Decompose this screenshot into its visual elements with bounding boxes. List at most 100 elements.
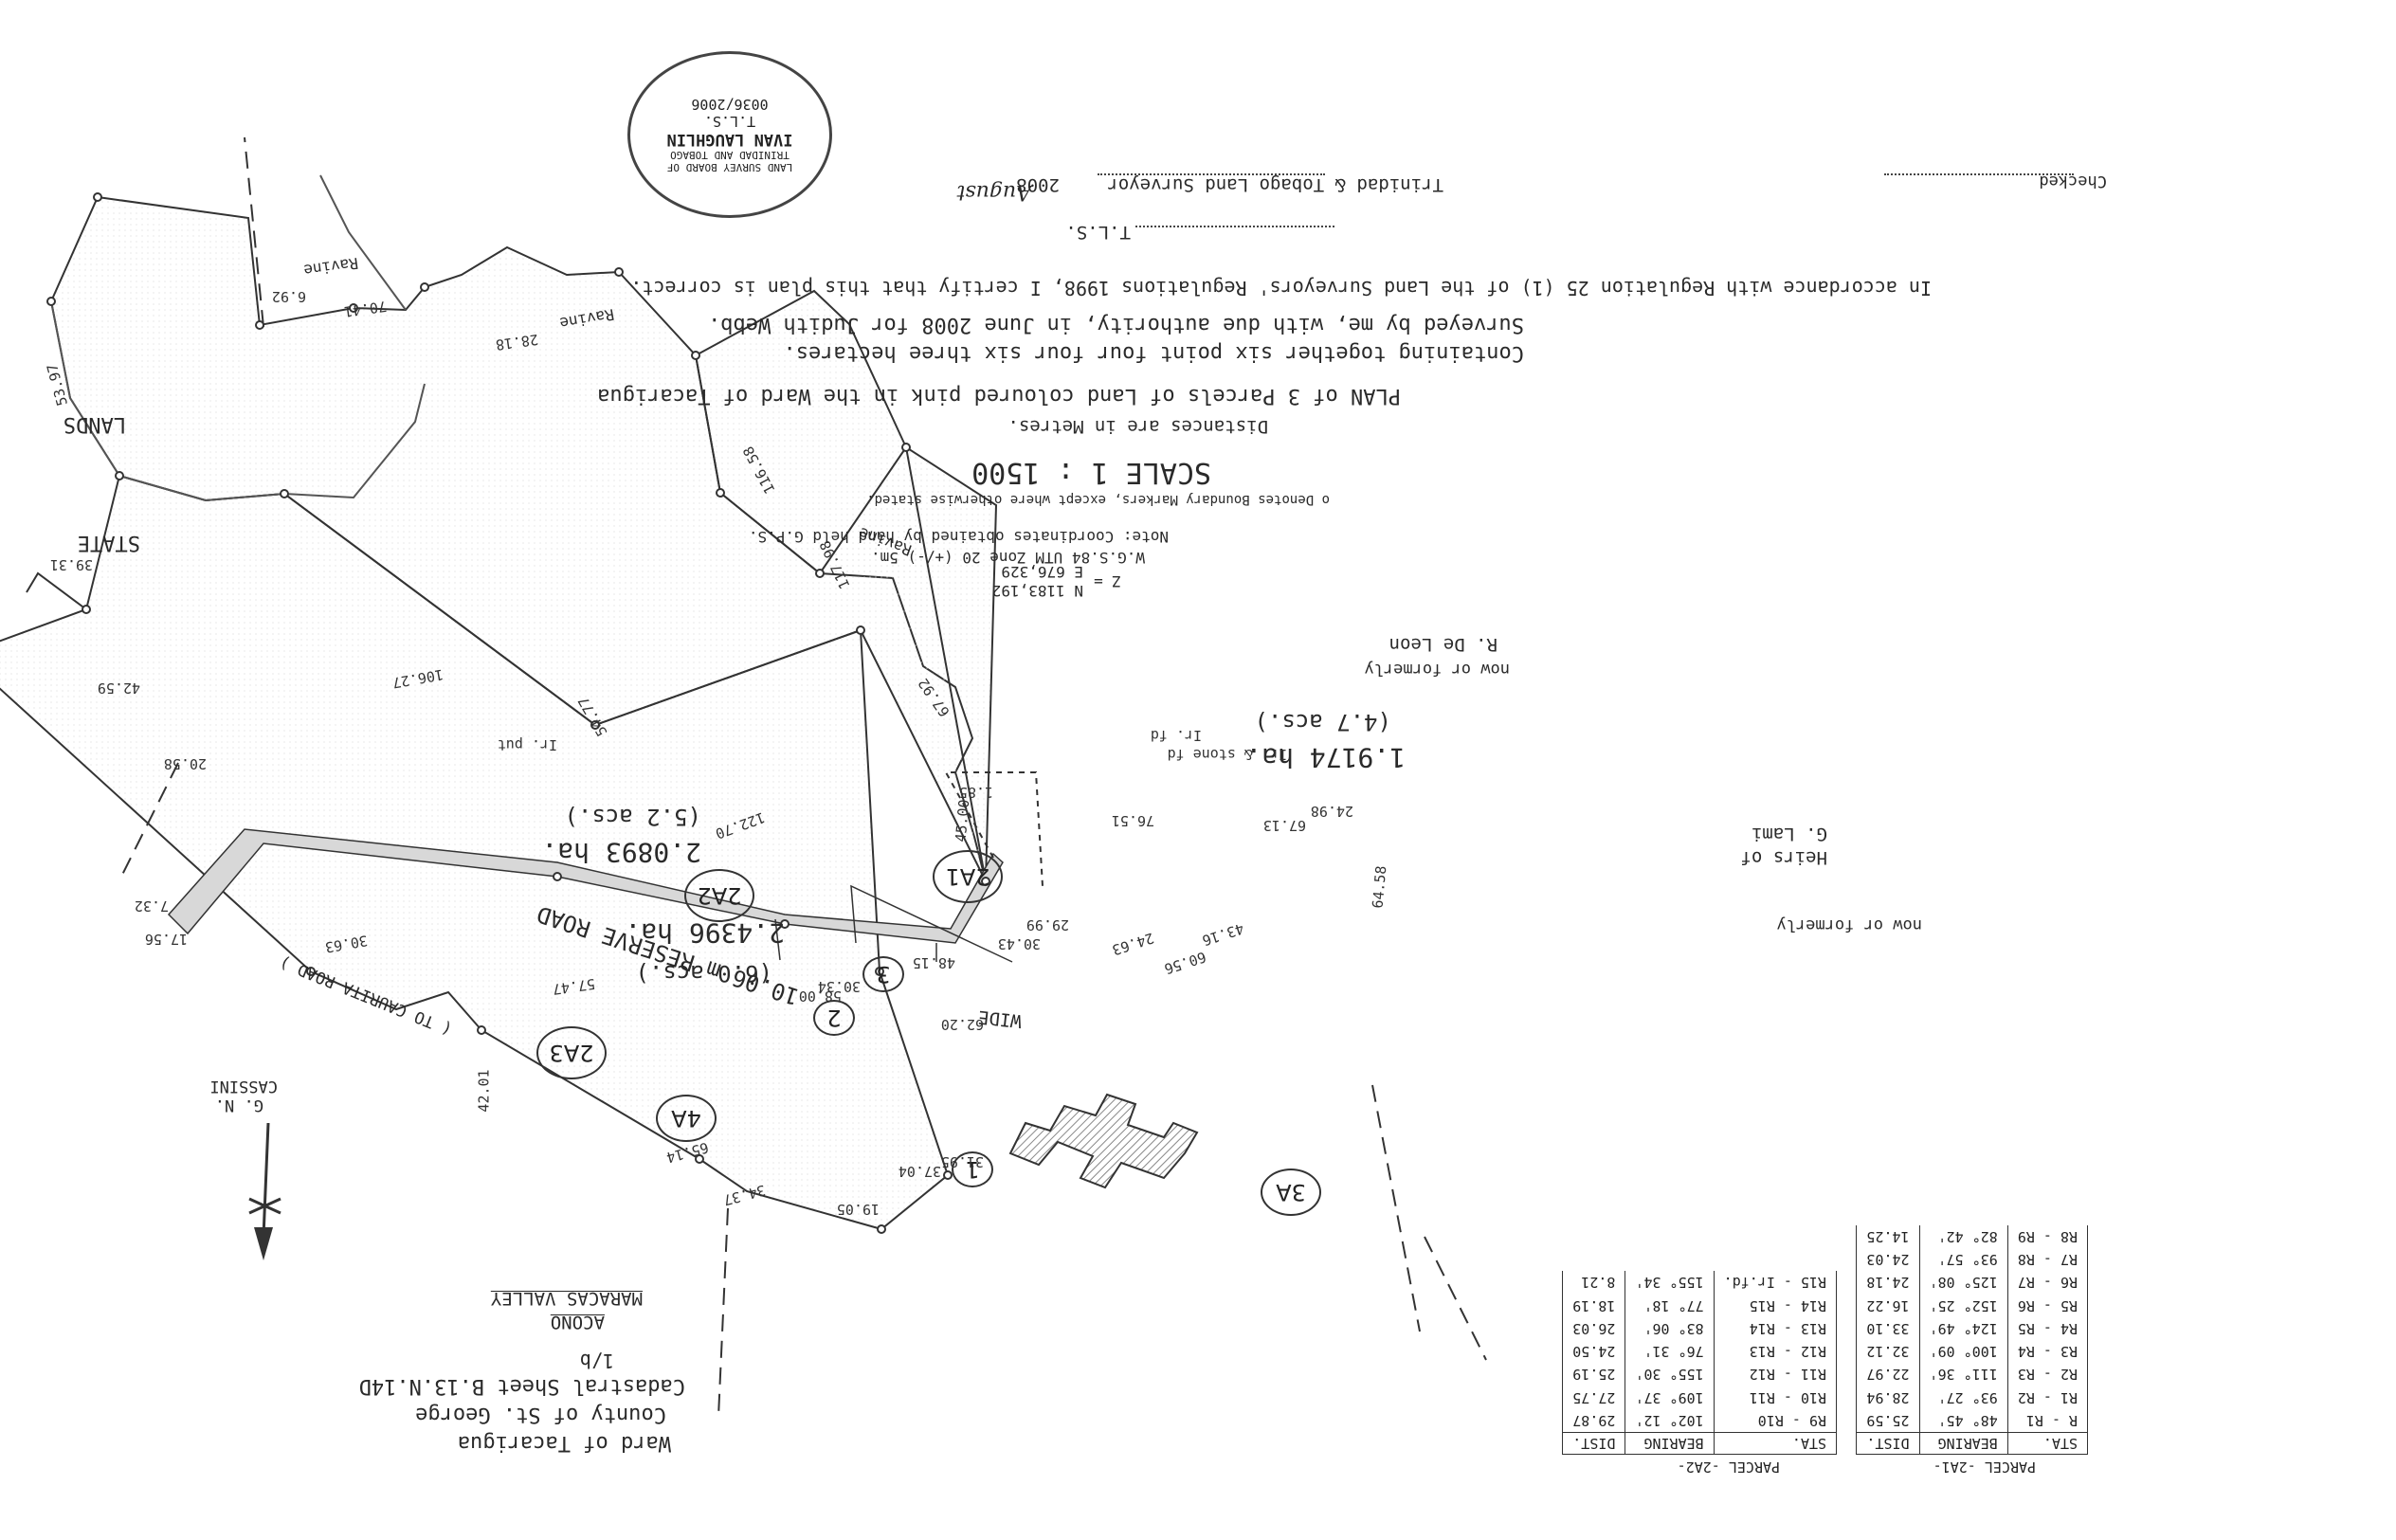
table-cell: 28.94 bbox=[1856, 1386, 1920, 1409]
dashed-line-south bbox=[717, 1207, 729, 1418]
table-header: STA. bbox=[1714, 1432, 1837, 1455]
lot-circle-2: 2 bbox=[813, 1000, 855, 1036]
stamp-name: IVAN LAUGHLIN bbox=[666, 130, 793, 149]
dashed-line-north bbox=[244, 136, 264, 328]
lot-circle-2A3: 2A3 bbox=[536, 1026, 607, 1079]
table-cell: 102° 12' bbox=[1625, 1408, 1715, 1433]
ravine-branch bbox=[319, 174, 407, 311]
table-cell: 18.19 bbox=[1562, 1294, 1625, 1317]
table-cell: 83° 06' bbox=[1625, 1316, 1715, 1340]
building-footprint bbox=[1008, 1093, 1199, 1189]
checked-dots bbox=[1884, 173, 2074, 175]
table-cell: 25.59 bbox=[1856, 1408, 1920, 1433]
table-cell: 77° 18' bbox=[1625, 1294, 1715, 1317]
table-header: DIST. bbox=[1562, 1432, 1625, 1455]
table-cell: R14 - R15 bbox=[1714, 1294, 1837, 1317]
neighbor-lami-2: G. Lami bbox=[1751, 824, 1827, 844]
dim: 30.43 bbox=[997, 935, 1041, 952]
signature-word: August bbox=[956, 180, 1031, 204]
lot-circle-4A: 4A bbox=[656, 1095, 717, 1142]
sheet-cadastral: Cadastral Sheet B.13.N.14D bbox=[358, 1374, 685, 1398]
dim: Ir. fd bbox=[1150, 727, 1202, 744]
table-cell: 155° 30' bbox=[1625, 1363, 1715, 1386]
area-2A3-ac: (5.2 acs.) bbox=[564, 804, 702, 830]
table-2A1-caption: PARCEL -2A1- bbox=[1933, 1458, 2036, 1476]
table-cell: 27.75 bbox=[1562, 1386, 1625, 1409]
table-cell: R15 - Ir.fd. bbox=[1714, 1271, 1837, 1295]
road-wide-label: WIDE bbox=[977, 1006, 1023, 1032]
table-header: DIST. bbox=[1856, 1432, 1920, 1455]
table-header: STA. bbox=[2007, 1432, 2088, 1455]
dim: 39.31 bbox=[49, 556, 93, 573]
table-cell: R6 - R7 bbox=[2007, 1271, 2088, 1295]
lot-circle-2A1: 2A1 bbox=[933, 850, 1003, 903]
cert-line-5: Distances are in Metres. bbox=[1007, 416, 1268, 437]
dim: 6.92 bbox=[271, 288, 306, 305]
table-header: BEARING bbox=[1919, 1432, 2008, 1455]
table-cell: 24.50 bbox=[1562, 1340, 1625, 1364]
table-cell: 32.12 bbox=[1856, 1340, 1920, 1364]
north-arrow bbox=[248, 1122, 281, 1260]
coord-prefix: Z = bbox=[1094, 572, 1121, 590]
area-2A3-ha: 2.0893 ha. bbox=[541, 837, 701, 868]
sheet-fraction: 1/b bbox=[579, 1350, 614, 1372]
dim: 58.00 bbox=[798, 987, 842, 1005]
sheet-place-2: MARACAS VALLEY bbox=[490, 1288, 643, 1309]
table-cell: 48° 45' bbox=[1919, 1408, 2008, 1433]
table-cell: 24.03 bbox=[1856, 1248, 1920, 1272]
table-cell: R - R1 bbox=[2007, 1408, 2088, 1433]
tls-dots bbox=[1135, 226, 1334, 227]
table-cell: 8.21 bbox=[1562, 1271, 1625, 1295]
table-cell: R8 - R9 bbox=[2007, 1224, 2088, 1248]
dim: 76.51 bbox=[1111, 812, 1154, 829]
dim: 62.20 bbox=[940, 1016, 984, 1033]
table-cell: R10 - R11 bbox=[1714, 1386, 1837, 1409]
table-cell: R9 - R10 bbox=[1714, 1408, 1837, 1433]
table-header: BEARING bbox=[1625, 1432, 1715, 1455]
neighbor-lands: LANDS bbox=[63, 412, 126, 436]
dim: Ir. & stone fd bbox=[1167, 746, 1287, 763]
table-cell: 82° 42' bbox=[1919, 1224, 2008, 1248]
cert-line-4: PLAN of 3 Parcels of Land coloured pink … bbox=[597, 384, 1401, 408]
table-cell: 93° 27' bbox=[1919, 1386, 2008, 1409]
dim: 42.59 bbox=[97, 679, 140, 697]
neighbor-de-leon-2: R. De Leon bbox=[1389, 634, 1498, 655]
table-cell: R3 - R4 bbox=[2007, 1340, 2088, 1364]
table-cell: 100° 09' bbox=[1919, 1340, 2008, 1364]
table-cell: R4 - R5 bbox=[2007, 1316, 2088, 1340]
dim: 24.98 bbox=[1310, 803, 1353, 820]
table-cell: R1 - R2 bbox=[2007, 1386, 2088, 1409]
table-cell: 111° 36' bbox=[1919, 1363, 2008, 1386]
dim: 29.99 bbox=[1026, 916, 1069, 933]
neighbor-cassini-2: CASSINI bbox=[209, 1077, 278, 1096]
table-cell: 24.18 bbox=[1856, 1271, 1920, 1295]
surveyor-dots bbox=[1098, 173, 1325, 175]
dim: 17.56 bbox=[144, 931, 188, 948]
cert-line-1: In accordance with Regulation 25 (1) of … bbox=[630, 277, 1932, 299]
sheet-county: County of St. George bbox=[415, 1403, 666, 1426]
table-cell: 125° 08' bbox=[1919, 1271, 2008, 1295]
table-cell: 29.87 bbox=[1562, 1408, 1625, 1433]
lot-circle-3A: 3A bbox=[1261, 1169, 1321, 1216]
dim: 42.01 bbox=[475, 1069, 493, 1113]
lot-1-boundary bbox=[944, 771, 1044, 887]
table-cell: R13 - R14 bbox=[1714, 1316, 1837, 1340]
neighbor-lami-1: Heirs of bbox=[1740, 847, 1827, 868]
sheet-ward: Ward of Tacarigua bbox=[457, 1431, 671, 1455]
dim: 31.95 bbox=[940, 1153, 984, 1170]
table-cell: 152° 25' bbox=[1919, 1294, 2008, 1317]
dim: 19.05 bbox=[836, 1201, 880, 1218]
